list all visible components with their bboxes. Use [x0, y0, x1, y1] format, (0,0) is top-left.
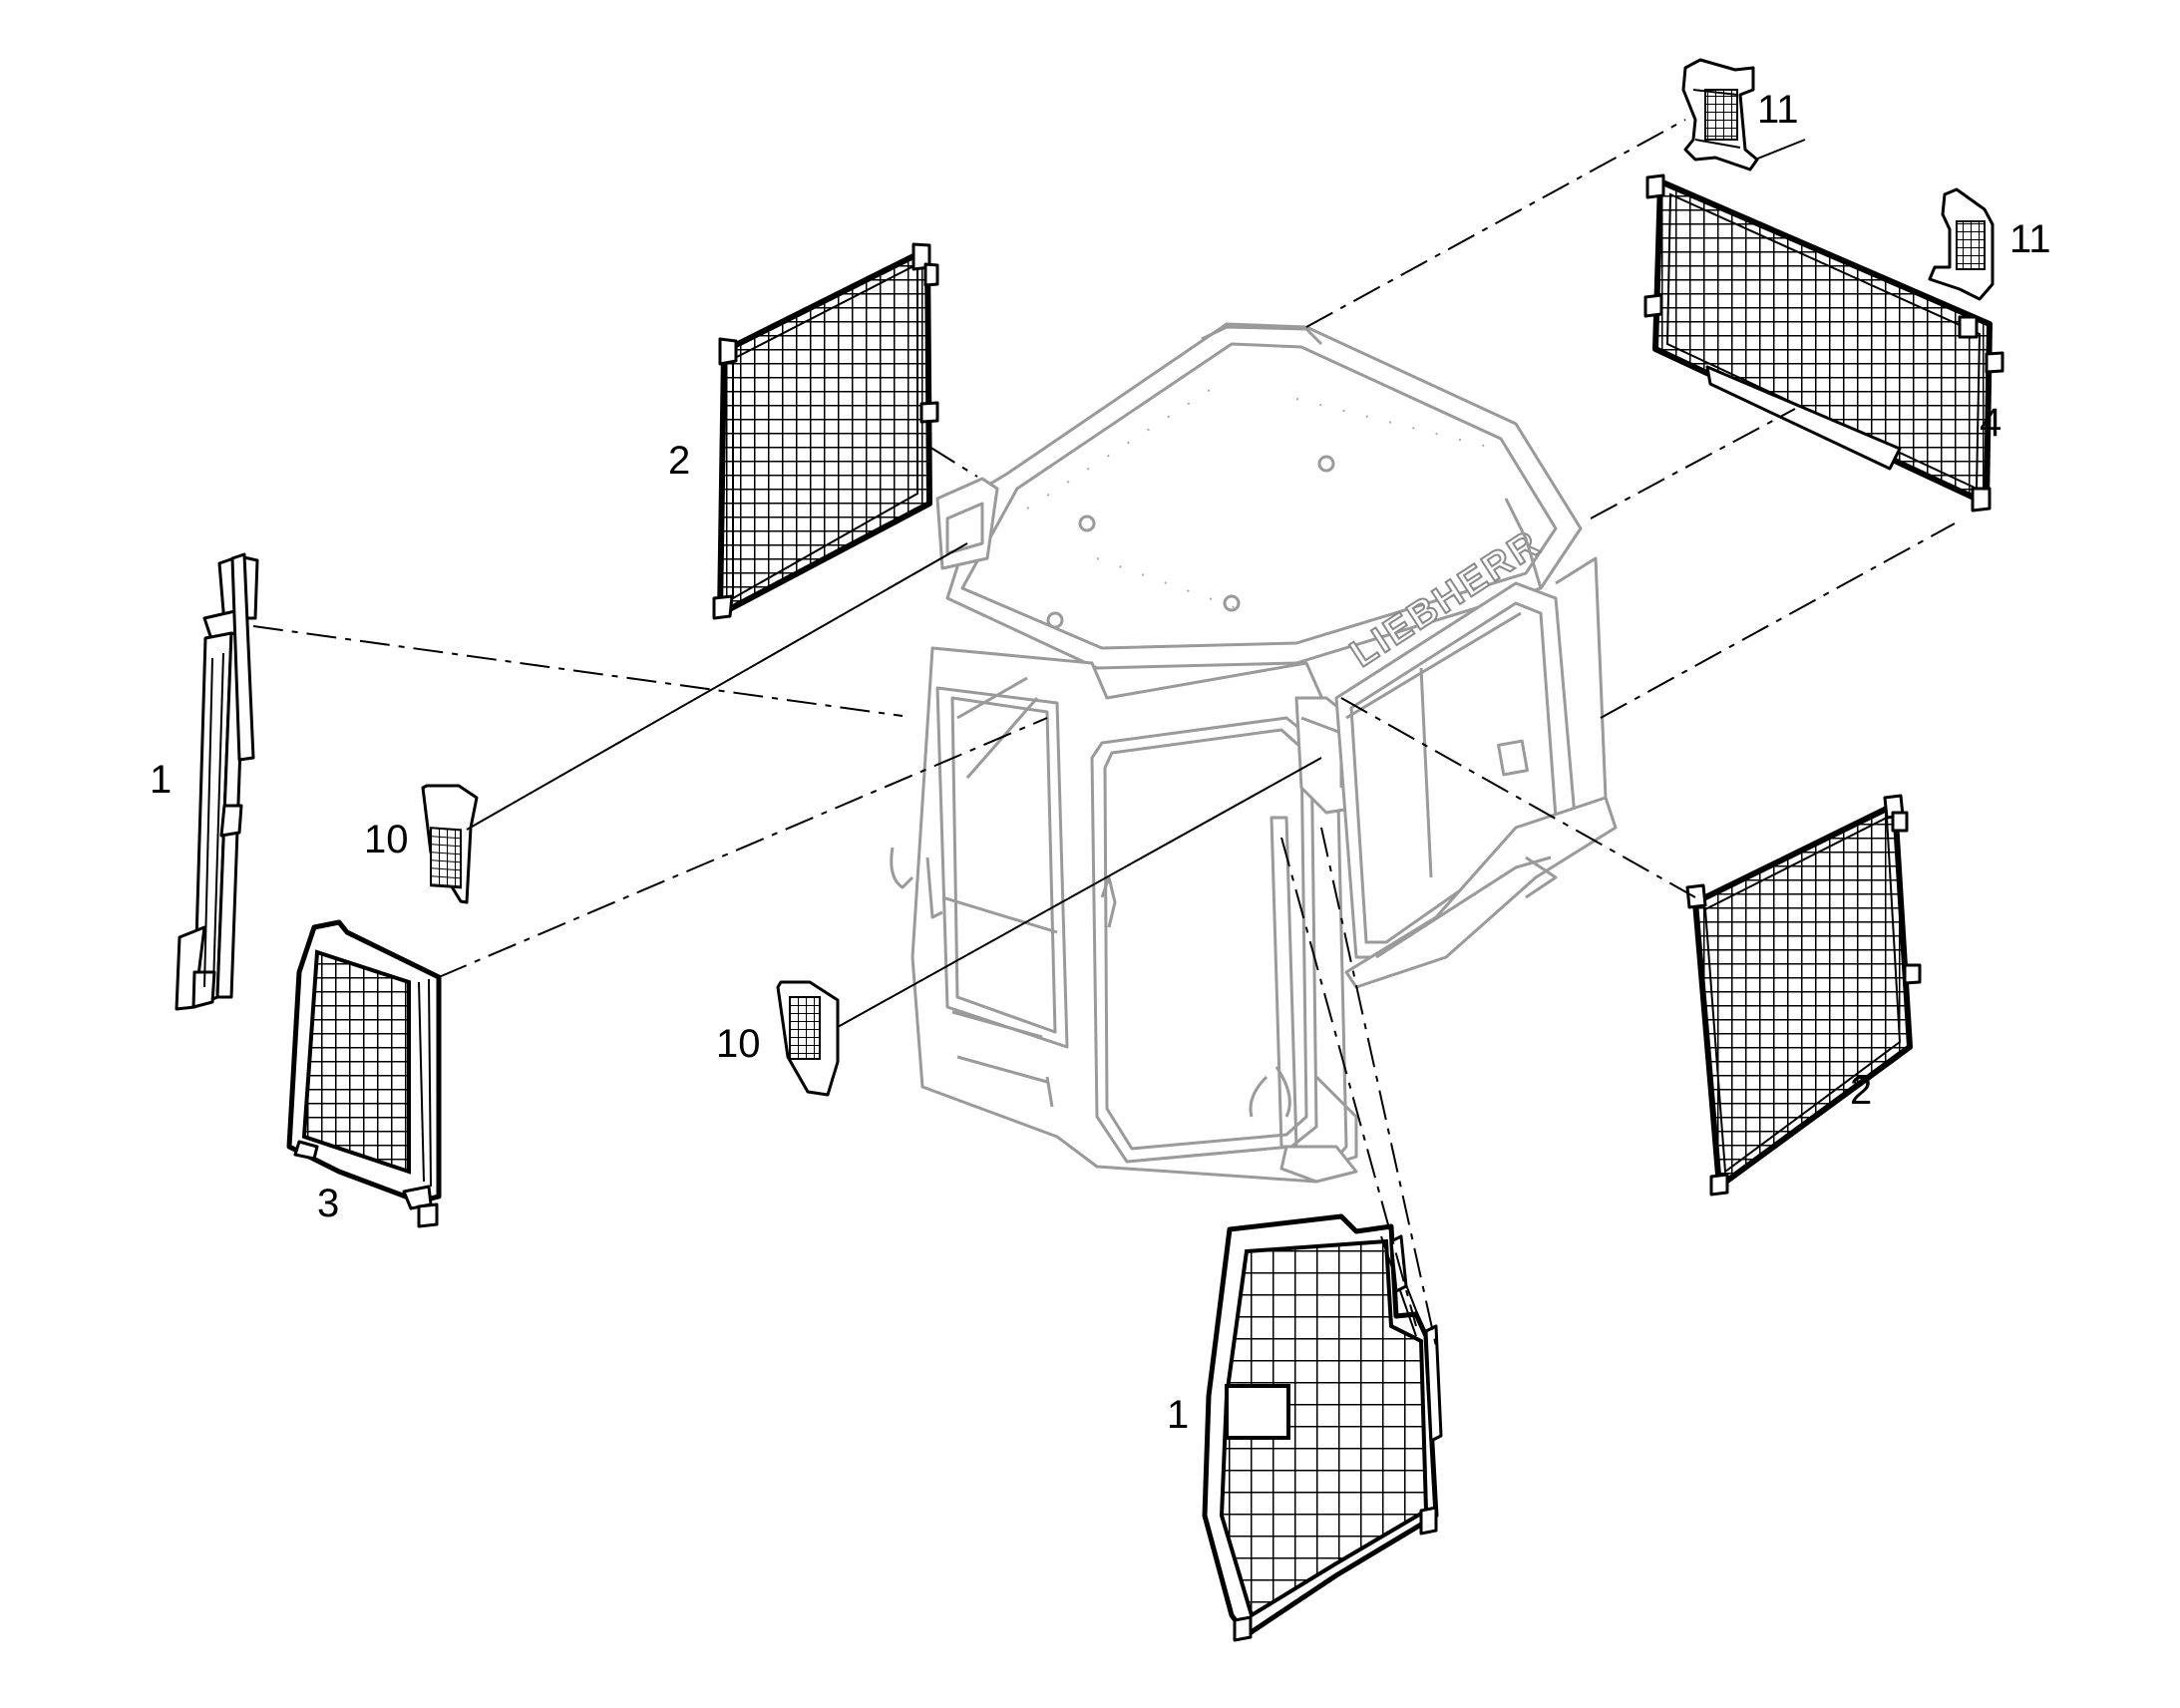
leader-lines — [252, 119, 1956, 1347]
side-rail-part — [175, 552, 259, 1011]
callout-rear-screen: 4 — [1980, 401, 2001, 445]
callout-screen-upper-left: 2 — [668, 439, 690, 483]
callout-bracket-right: 11 — [2009, 217, 2051, 261]
mesh-screen-front-door — [1202, 1213, 1443, 1642]
mesh-screen-rear — [1643, 173, 2004, 512]
cover-part-upper — [421, 784, 479, 904]
bracket-part-right — [1928, 187, 1995, 301]
callout-front-screen: 1 — [1167, 1393, 1189, 1437]
roof-studs — [1046, 455, 1335, 629]
bracket-part-top — [1681, 58, 1759, 171]
mesh-screen-right — [1685, 794, 1922, 1196]
operator-cab: LIEBHERR — [890, 322, 1618, 1184]
cover-part-lower — [776, 980, 840, 1097]
callout-bracket-top: 11 — [1757, 88, 1799, 132]
callout-labels: 1 2 10 10 3 11 11 4 2 1 — [150, 88, 2051, 1437]
callout-cover-upper: 10 — [364, 818, 409, 861]
callout-side-rail-left: 1 — [150, 758, 172, 802]
callout-cover-lower: 10 — [716, 1022, 761, 1066]
callout-screen-lower-left: 3 — [317, 1182, 339, 1225]
callout-screen-right: 2 — [1850, 1069, 1872, 1113]
mesh-screen-upper-left — [712, 242, 939, 620]
mesh-screen-lower-left — [286, 919, 442, 1228]
